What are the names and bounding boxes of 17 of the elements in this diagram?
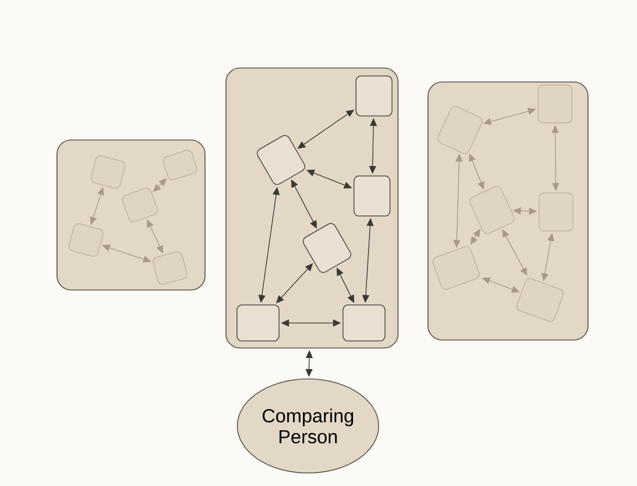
rounded-box [68, 223, 104, 257]
rounded-box [437, 106, 483, 154]
rounded-box [469, 186, 515, 234]
rounded-box [516, 278, 564, 322]
rounded-box [432, 246, 480, 290]
rounded-box [256, 135, 306, 185]
rounded-box [90, 155, 126, 189]
rounded-box [342, 304, 386, 342]
rounded-box [356, 76, 392, 116]
rounded-box [354, 176, 390, 216]
rounded-box [538, 84, 572, 124]
rounded-box [162, 150, 198, 180]
rounded-box [538, 192, 574, 232]
rounded-box [236, 304, 280, 342]
rounded-box [302, 223, 352, 273]
rounded-box [122, 188, 158, 222]
rounded-box [152, 251, 188, 285]
